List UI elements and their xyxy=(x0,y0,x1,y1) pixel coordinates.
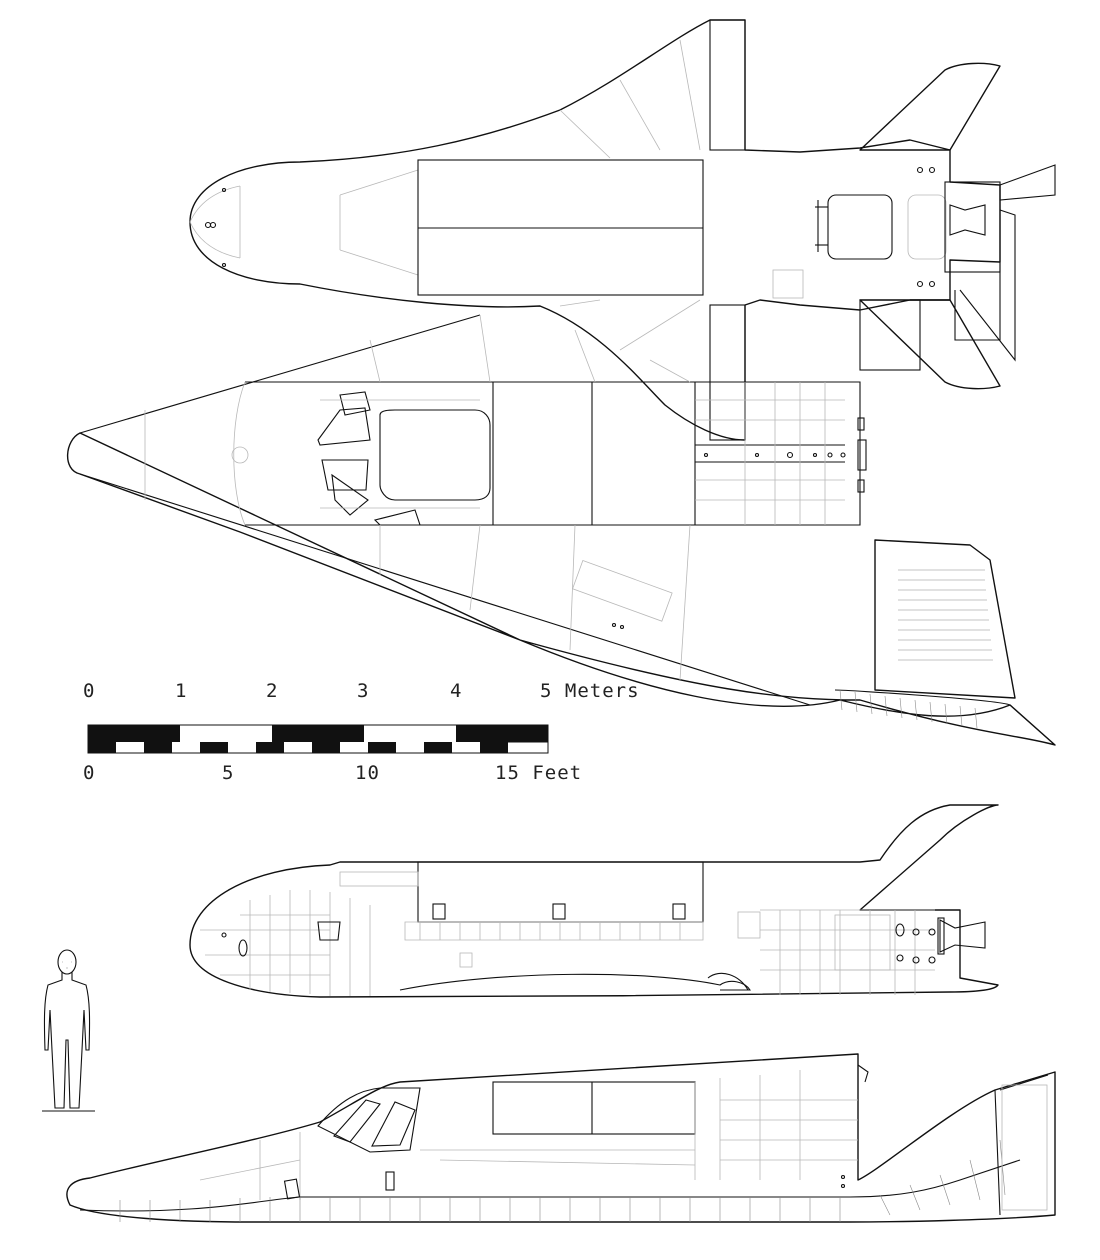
side-view-canopy xyxy=(317,1087,421,1153)
side-view xyxy=(66,1053,1056,1223)
plan-view-tail-ribs xyxy=(839,689,978,729)
side-view-outline xyxy=(66,1053,1056,1223)
scale-meters-tick-4: 4 xyxy=(450,680,462,702)
side-view-payload-bay xyxy=(492,1081,696,1135)
bottom-view-engine xyxy=(939,919,986,953)
scale-meters-label: 5 Meters xyxy=(540,680,640,702)
top-view xyxy=(189,19,1056,441)
bottom-view-outline xyxy=(189,804,999,998)
scale-feet-tick-5: 5 xyxy=(222,762,234,784)
scale-bar: 0 1 2 3 4 5 Meters 0 5 10 15 Feet xyxy=(83,680,640,784)
top-view-body-flap xyxy=(954,262,1001,341)
side-view-chine-ribs xyxy=(119,1139,1006,1222)
top-view-engine xyxy=(944,181,1001,273)
scale-feet-tick-0: 0 xyxy=(83,762,95,784)
plan-view-elevon-hatching xyxy=(898,569,993,661)
top-view-fuselage-outline xyxy=(189,19,1001,441)
side-view-tail-fin xyxy=(994,1074,1049,1216)
bottom-view-aft-block xyxy=(834,914,891,971)
bottom-view-payload-bay xyxy=(417,861,704,923)
scale-feet-label: 15 Feet xyxy=(495,762,582,784)
scale-meters-tick-0: 0 xyxy=(83,680,95,702)
plan-view-aft-panels xyxy=(695,382,867,525)
plan-view-elevon-lower xyxy=(874,539,1016,699)
scale-feet-tick-10: 10 xyxy=(355,762,380,784)
top-view-tail-fin-upper xyxy=(859,62,1001,151)
plan-view xyxy=(66,299,1056,746)
bottom-view-tile-grid xyxy=(200,890,935,996)
top-view-hatch xyxy=(827,194,893,260)
plan-view-elevon-upper xyxy=(859,299,921,371)
scale-meters-tick-2: 2 xyxy=(266,680,278,702)
scale-meters-tick-3: 3 xyxy=(357,680,369,702)
scale-meters-tick-1: 1 xyxy=(175,680,187,702)
human-figure xyxy=(42,949,95,1112)
bottom-view xyxy=(189,804,999,998)
top-view-tail-fin-lower xyxy=(859,299,1001,390)
plan-view-cockpit xyxy=(317,391,491,526)
scale-feet-bar xyxy=(88,741,548,753)
